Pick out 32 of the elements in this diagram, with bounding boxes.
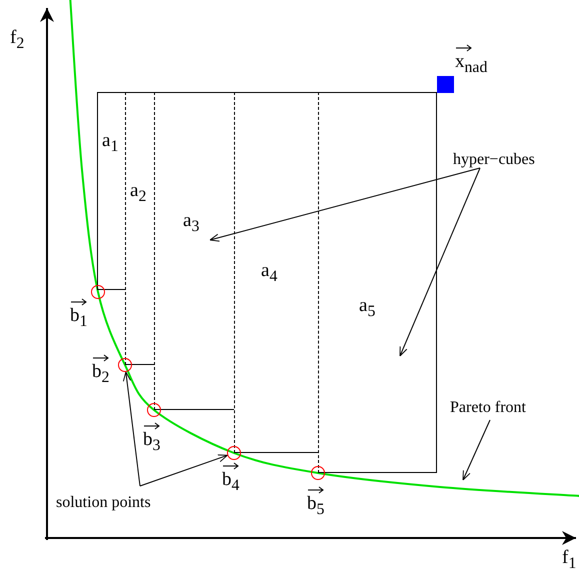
hypercube-region [154, 92, 234, 410]
annotation-text: Pareto front [450, 398, 526, 418]
leader-arrow [210, 168, 480, 242]
region-label: a$_{5}$ [359, 296, 376, 322]
solution-point-marker [118, 358, 132, 372]
annotation-text: hyper−cubes [453, 150, 535, 170]
solution-point-marker [227, 446, 241, 460]
hypercube-region [97, 92, 125, 290]
leader-arrow [122, 371, 140, 486]
axis-label: f$_{2}$ [10, 28, 24, 54]
hypercube-region [234, 92, 318, 453]
vector-label: b$_{2}$ [92, 362, 110, 388]
hypercube-region [125, 92, 154, 365]
leader-arrow [400, 168, 480, 356]
nadir-point-marker [437, 76, 454, 93]
solution-point-marker [311, 466, 325, 480]
axis-label: f$_{1}$ [562, 548, 576, 574]
leader-arrow [140, 454, 228, 486]
solution-point-marker [91, 285, 105, 299]
leader-arrow [462, 420, 490, 480]
vector-label: x$_{nad}$ [455, 52, 488, 78]
region-label: a$_{2}$ [130, 181, 146, 207]
solution-point-marker [147, 403, 161, 417]
annotation-text: solution points [56, 493, 151, 513]
hypercube-region [318, 92, 437, 473]
vector-label: b$_{5}$ [307, 494, 324, 520]
region-label: a$_{3}$ [183, 211, 200, 237]
vector-label: b$_{4}$ [222, 470, 240, 496]
vector-label: b$_{3}$ [143, 430, 160, 456]
vector-label: b$_{1}$ [70, 306, 88, 332]
region-label: a$_{4}$ [261, 261, 278, 287]
region-label: a$_{1}$ [102, 131, 118, 157]
